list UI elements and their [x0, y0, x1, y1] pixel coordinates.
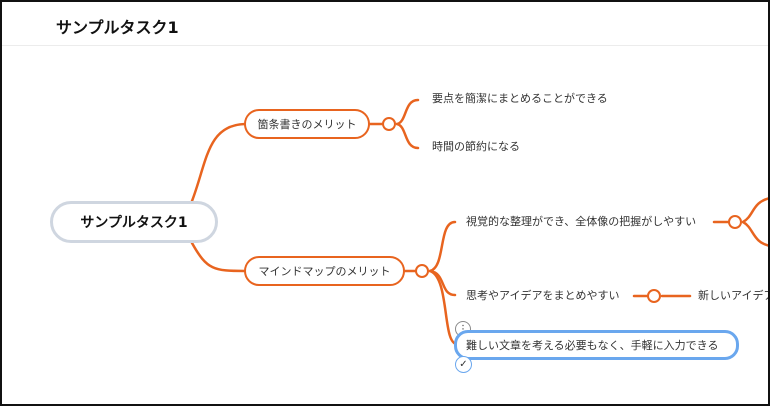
edge-root-branch1: [190, 122, 247, 203]
edge-child1-down: [741, 220, 768, 247]
edge-branch1-child1: [395, 98, 420, 126]
branch-node-bullet-benefits[interactable]: 箇条書きのメリット: [244, 109, 370, 139]
branch-label: 箇条書きのメリット: [257, 118, 357, 131]
collapse-toggle-child1[interactable]: [728, 215, 742, 229]
root-node[interactable]: サンプルタスク1: [50, 201, 218, 243]
branch-label: マインドマップのメリット: [258, 265, 391, 278]
leaf-node[interactable]: 視覚的な整理ができ、全体像の把握がしやすい: [466, 215, 697, 228]
edge-branch2-child1: [428, 220, 457, 273]
collapse-toggle-child2[interactable]: [647, 289, 661, 303]
edge-child1-up: [741, 197, 768, 224]
leaf-node[interactable]: 思考やアイデアをまとめやすい: [466, 289, 620, 302]
page-title: サンプルタスク1: [56, 18, 179, 37]
edge-root-branch2: [190, 241, 247, 273]
edge-branch2-child3: [428, 269, 459, 346]
root-label: サンプルタスク1: [80, 215, 188, 231]
trailing-node[interactable]: 新しいアイデア: [698, 289, 770, 302]
leaf-node[interactable]: 時間の節約になる: [432, 140, 520, 153]
node-edit-input[interactable]: 難しい文章を考える必要もなく、手軽に入力できる: [454, 330, 739, 360]
node-edit-text: 難しい文章を考える必要もなく、手軽に入力できる: [466, 339, 719, 352]
leaf-node[interactable]: 要点を簡潔にまとめることができる: [432, 92, 608, 105]
collapse-toggle-branch1[interactable]: [382, 117, 396, 131]
edge-branch1-child2: [395, 122, 420, 150]
branch-node-mindmap-benefits[interactable]: マインドマップのメリット: [244, 256, 405, 286]
collapse-toggle-branch2[interactable]: [415, 264, 429, 278]
header-bar: サンプルタスク1: [2, 2, 768, 46]
check-icon[interactable]: ✓: [455, 356, 472, 373]
